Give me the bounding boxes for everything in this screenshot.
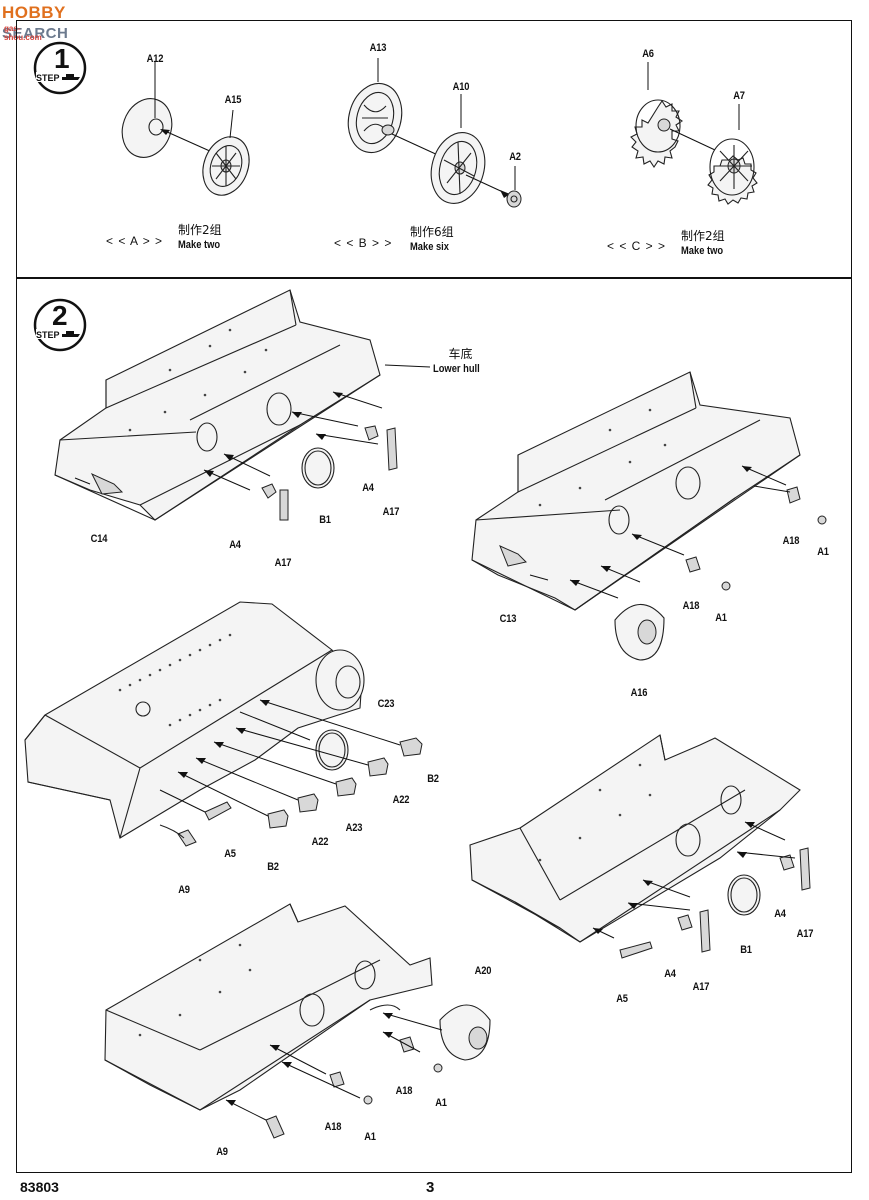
step2-number: 2: [52, 300, 68, 331]
callout-cn: 车底: [448, 347, 473, 361]
part-label: A18: [395, 1085, 413, 1097]
caption-en: Make two: [178, 239, 221, 251]
part-label: A1: [715, 612, 727, 624]
part-label: A17: [382, 506, 400, 518]
part-label: A9: [216, 1146, 228, 1158]
product-code: 83803: [20, 1179, 59, 1195]
page-number: 3: [426, 1179, 435, 1196]
step1-wheel-b: [347, 58, 522, 208]
part-label: A7: [733, 90, 745, 102]
step1-wheel-a: [121, 62, 250, 196]
part-label: C23: [377, 698, 395, 710]
hull-3: [24, 601, 423, 847]
caption-c: 制作2组 Make two: [681, 229, 731, 259]
step1-number: 1: [54, 43, 70, 74]
part-label: A6: [642, 48, 654, 60]
part-label: A1: [817, 546, 829, 558]
caption-a: 制作2组 Make two: [178, 223, 228, 253]
part-label: A17: [692, 981, 710, 993]
part-label: A9: [178, 884, 190, 896]
step1-frame: [16, 20, 852, 278]
step-circle-icon: [33, 298, 87, 352]
part-label: A4: [774, 908, 786, 920]
hull-4: [469, 734, 811, 959]
variant-label-b: < < B > >: [334, 236, 393, 250]
hull-5: [104, 903, 491, 1139]
caption-en: Make six: [410, 241, 449, 253]
part-label: B1: [740, 944, 752, 956]
part-label: A18: [324, 1121, 342, 1133]
part-label: A17: [274, 557, 292, 569]
part-label: A1: [435, 1097, 447, 1109]
part-label: A22: [392, 794, 410, 806]
step2-frame: [16, 278, 852, 1173]
caption-cn: 制作6组: [410, 225, 454, 239]
part-label: A4: [362, 482, 374, 494]
part-label: B2: [427, 773, 439, 785]
callout-en: Lower hull: [433, 363, 480, 375]
step1-sprocket-c: [630, 62, 758, 205]
step1-word: STEP: [36, 73, 60, 83]
step2-badge: 2 STEP: [32, 297, 88, 353]
step2-word: STEP: [36, 330, 60, 340]
part-label: A1: [364, 1131, 376, 1143]
part-label: A12: [146, 53, 164, 65]
caption-en: Make two: [681, 245, 724, 257]
part-label: B2: [267, 861, 279, 873]
step-circle-icon: [33, 41, 87, 95]
part-label: A20: [474, 965, 492, 977]
part-label: A13: [369, 42, 387, 54]
part-label: A2: [509, 151, 521, 163]
step1-badge: 1 STEP: [32, 40, 88, 96]
watermark-brand-a: HOBBY: [2, 3, 66, 22]
part-label: A15: [224, 94, 242, 106]
part-label: B1: [319, 514, 331, 526]
part-label: C13: [499, 613, 517, 625]
part-label: A4: [664, 968, 676, 980]
part-label: C14: [90, 533, 108, 545]
part-label: A18: [782, 535, 800, 547]
watermark-brand: HOBBY SEARCH: [2, 3, 68, 43]
caption-cn: 制作2组: [178, 223, 222, 237]
part-label: A18: [682, 600, 700, 612]
caption-b: 制作6组 Make six: [410, 225, 456, 255]
part-label: A4: [229, 539, 241, 551]
part-label: A23: [345, 822, 363, 834]
part-label: A17: [796, 928, 814, 940]
lower-hull-callout: 车底 Lower hull: [433, 347, 488, 377]
watermark-brand-b: SEARCH: [2, 25, 69, 42]
part-label: A16: [630, 687, 648, 699]
part-label: A5: [616, 993, 628, 1005]
watermark-sub: gas-shou.com: [4, 24, 42, 42]
hull-1: [54, 289, 431, 521]
part-label: A22: [311, 836, 329, 848]
part-label: A10: [452, 81, 470, 93]
caption-cn: 制作2组: [681, 229, 725, 243]
variant-label-c: < < C > >: [607, 239, 667, 253]
part-label: A5: [224, 848, 236, 860]
variant-label-a: < < A > >: [106, 234, 164, 248]
hull-2: [471, 371, 827, 661]
